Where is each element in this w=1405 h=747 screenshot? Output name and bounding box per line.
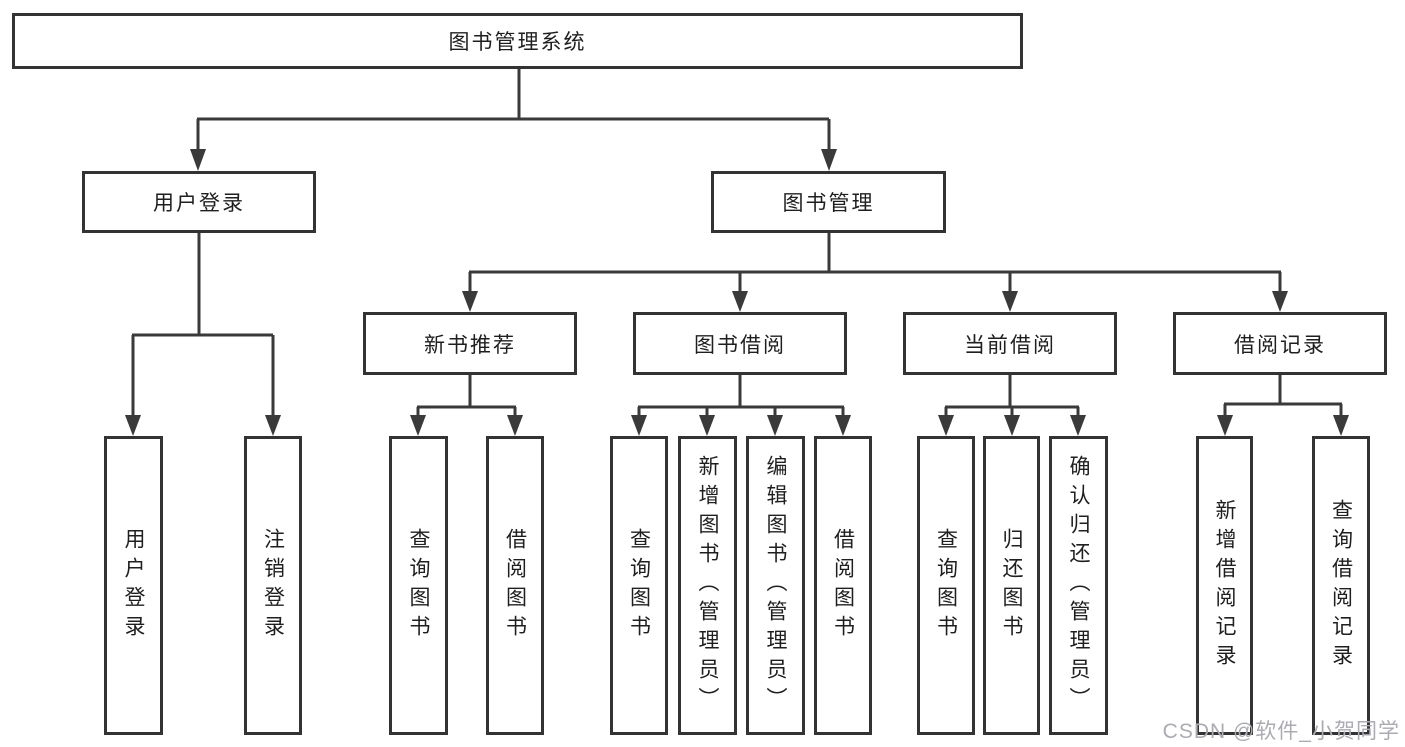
node-root: 图书管理系统 xyxy=(12,13,1023,69)
arrowhead xyxy=(1004,415,1020,436)
leaf-query-borrow-record: 查询借阅记录 xyxy=(1312,436,1370,735)
arrowhead xyxy=(732,291,748,312)
arrowhead xyxy=(462,291,478,312)
leaf-borrow-book-rec: 借阅图书 xyxy=(486,436,544,735)
leaf-label: 编辑图书（管理员） xyxy=(764,455,787,716)
arrowhead xyxy=(835,415,851,436)
node-new-book-rec: 新书推荐 xyxy=(363,312,577,375)
arrowhead xyxy=(1002,291,1018,312)
leaf-label: 确认归还（管理员） xyxy=(1067,455,1090,716)
leaf-query-book-rec: 查询图书 xyxy=(389,436,448,735)
arrowhead xyxy=(190,149,206,171)
leaf-label: 新增图书（管理员） xyxy=(696,455,719,716)
arrowhead xyxy=(699,415,715,436)
leaf-label: 查询图书 xyxy=(934,527,958,644)
connector-borrow-record-children xyxy=(1223,375,1343,416)
connector-root-to-level2 xyxy=(196,69,831,150)
connector-user-login-children xyxy=(131,233,275,416)
leaf-query-book-borrow: 查询图书 xyxy=(610,436,668,735)
arrowhead xyxy=(410,415,426,436)
node-user-login-branch: 用户登录 xyxy=(82,171,316,233)
arrowhead xyxy=(265,415,281,436)
arrowhead xyxy=(767,415,783,436)
connector-new-book-rec-children xyxy=(416,375,517,416)
leaf-label: 注销登录 xyxy=(261,527,285,644)
arrowhead xyxy=(631,415,647,436)
leaf-borrow-book: 借阅图书 xyxy=(814,436,872,735)
leaf-logout: 注销登录 xyxy=(244,436,302,735)
leaf-query-book-current: 查询图书 xyxy=(917,436,975,735)
csdn-watermark: CSDN @软件_小贺同学 xyxy=(1162,720,1400,743)
leaf-add-book-admin: 新增图书（管理员） xyxy=(678,436,737,735)
leaf-user-login: 用户登录 xyxy=(104,436,163,735)
leaf-add-borrow-record: 新增借阅记录 xyxy=(1196,436,1253,735)
leaf-label: 用户登录 xyxy=(122,527,145,644)
arrowhead xyxy=(821,149,837,171)
leaf-label: 查询图书 xyxy=(407,527,430,644)
leaf-edit-book-admin: 编辑图书（管理员） xyxy=(746,436,805,735)
connector-book-borrow-children xyxy=(637,375,845,416)
leaf-label: 借阅图书 xyxy=(503,527,527,644)
leaf-label: 借阅图书 xyxy=(831,527,855,644)
arrowhead xyxy=(938,415,954,436)
arrowhead xyxy=(507,415,523,436)
arrowhead xyxy=(1217,415,1233,436)
arrowhead xyxy=(1272,291,1288,312)
node-borrow-record: 借阅记录 xyxy=(1173,312,1387,375)
arrowhead xyxy=(1070,415,1086,436)
node-book-borrow: 图书借阅 xyxy=(633,312,847,375)
connector-current-borrow-children xyxy=(944,375,1080,416)
leaf-confirm-return-admin: 确认归还（管理员） xyxy=(1049,436,1108,735)
node-book-mgmt-branch: 图书管理 xyxy=(711,171,946,233)
node-current-borrow: 当前借阅 xyxy=(903,312,1117,375)
arrowhead xyxy=(125,415,141,436)
leaf-return-book: 归还图书 xyxy=(983,436,1040,735)
leaf-label: 归还图书 xyxy=(1000,527,1023,644)
arrowhead xyxy=(1333,415,1349,436)
connector-book-mgmt-to-level3 xyxy=(468,233,1282,292)
leaf-label: 查询图书 xyxy=(627,527,651,644)
leaf-label: 新增借阅记录 xyxy=(1213,498,1236,673)
leaf-label: 查询借阅记录 xyxy=(1329,498,1353,673)
